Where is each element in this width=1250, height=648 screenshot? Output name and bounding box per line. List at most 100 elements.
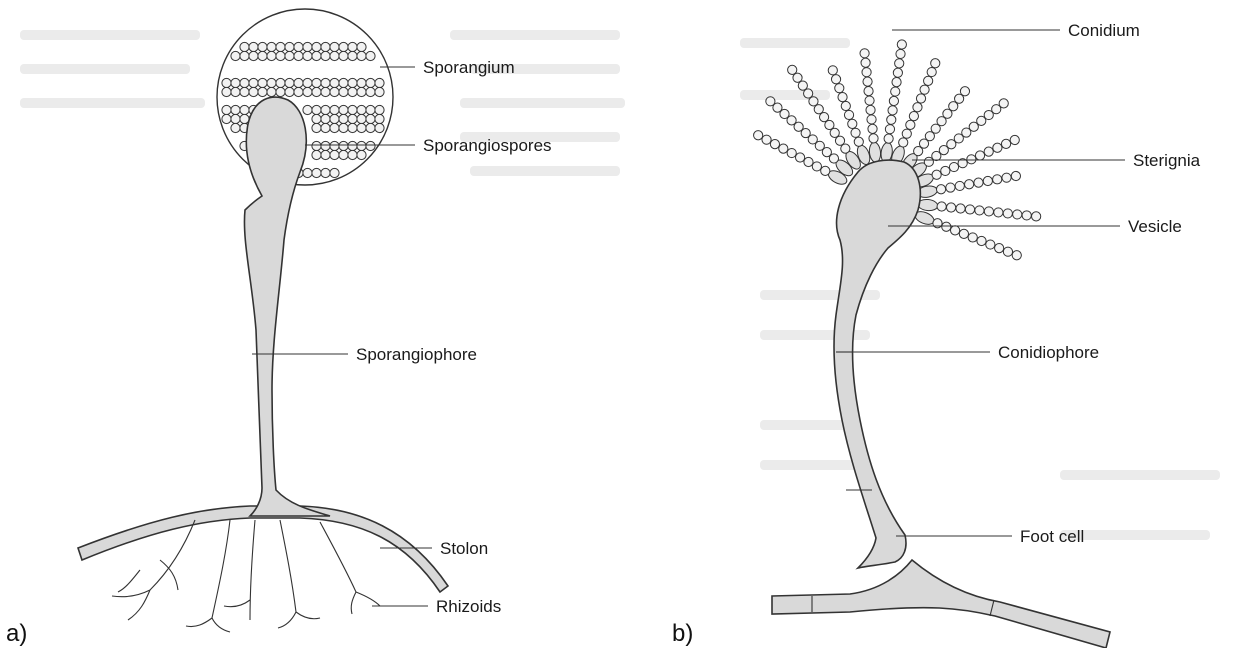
spore [258, 51, 267, 60]
spore [348, 51, 357, 60]
conidium [762, 135, 771, 144]
spore [240, 51, 249, 60]
label-sterignia: Sterignia [1133, 151, 1201, 170]
conidium [1012, 251, 1021, 260]
conidium [986, 240, 995, 249]
conidium [892, 78, 901, 87]
conidium [899, 138, 908, 147]
conidium [841, 144, 850, 153]
spore [339, 78, 348, 87]
spore [294, 87, 303, 96]
conidium [887, 115, 896, 124]
conidium [977, 236, 986, 245]
conidium [819, 112, 828, 121]
spore [285, 78, 294, 87]
spore [375, 114, 384, 123]
conidium [993, 175, 1002, 184]
spore [375, 78, 384, 87]
conidium [865, 96, 874, 105]
spore [312, 51, 321, 60]
conidium [1001, 139, 1010, 148]
conidium [864, 86, 873, 95]
conidium [860, 49, 869, 58]
conidium [960, 87, 969, 96]
conidium [779, 144, 788, 153]
spore [231, 87, 240, 96]
spore [267, 42, 276, 51]
conidium [993, 143, 1002, 152]
spore [348, 114, 357, 123]
label-conidiophore: Conidiophore [998, 343, 1099, 362]
conidium [809, 97, 818, 106]
spore [231, 105, 240, 114]
conidium [889, 96, 898, 105]
conidium [913, 103, 922, 112]
conidium [788, 65, 797, 74]
conidium [995, 244, 1004, 253]
spore [222, 78, 231, 87]
conidium [927, 67, 936, 76]
spore [276, 87, 285, 96]
spore [366, 78, 375, 87]
spore [231, 78, 240, 87]
spore [312, 78, 321, 87]
spore [348, 78, 357, 87]
spore [375, 87, 384, 96]
spore [321, 141, 330, 150]
spore [339, 87, 348, 96]
spore [348, 123, 357, 132]
conidium [1022, 211, 1031, 220]
spore [240, 87, 249, 96]
spore [312, 42, 321, 51]
spore [240, 78, 249, 87]
conidium [906, 120, 915, 129]
conidium [932, 170, 941, 179]
label-stolon: Stolon [440, 539, 488, 558]
conidium [936, 185, 945, 194]
spore [357, 51, 366, 60]
conidium [841, 101, 850, 110]
spore [312, 141, 321, 150]
conidium [828, 66, 837, 75]
spore [249, 51, 258, 60]
spore [330, 114, 339, 123]
spore [312, 105, 321, 114]
spore [339, 123, 348, 132]
spore [348, 87, 357, 96]
spore [366, 141, 375, 150]
spore [303, 42, 312, 51]
bleed-through-texture [20, 30, 1220, 540]
spore [240, 42, 249, 51]
conidium [804, 157, 813, 166]
spore [330, 150, 339, 159]
conidiophore-stalk [834, 160, 920, 568]
spore [339, 114, 348, 123]
conidium [967, 155, 976, 164]
conidium [895, 59, 904, 68]
spore [258, 78, 267, 87]
spore [330, 87, 339, 96]
panel-b-letter: b) [672, 620, 693, 647]
label-sporangium: Sporangium [423, 58, 515, 77]
conidium [835, 136, 844, 145]
spore [303, 87, 312, 96]
conidium [804, 89, 813, 98]
spore [294, 51, 303, 60]
spore [357, 78, 366, 87]
conidium [884, 134, 893, 143]
spore [330, 42, 339, 51]
conidium [848, 119, 857, 128]
spore [348, 105, 357, 114]
spore [249, 42, 258, 51]
spore [375, 123, 384, 132]
conidium [844, 110, 853, 119]
conidium [983, 176, 992, 185]
spore [357, 141, 366, 150]
spore [321, 168, 330, 177]
conidium [821, 166, 830, 175]
spore [312, 150, 321, 159]
conidium [754, 131, 763, 140]
spore [330, 105, 339, 114]
conidium [984, 147, 993, 156]
